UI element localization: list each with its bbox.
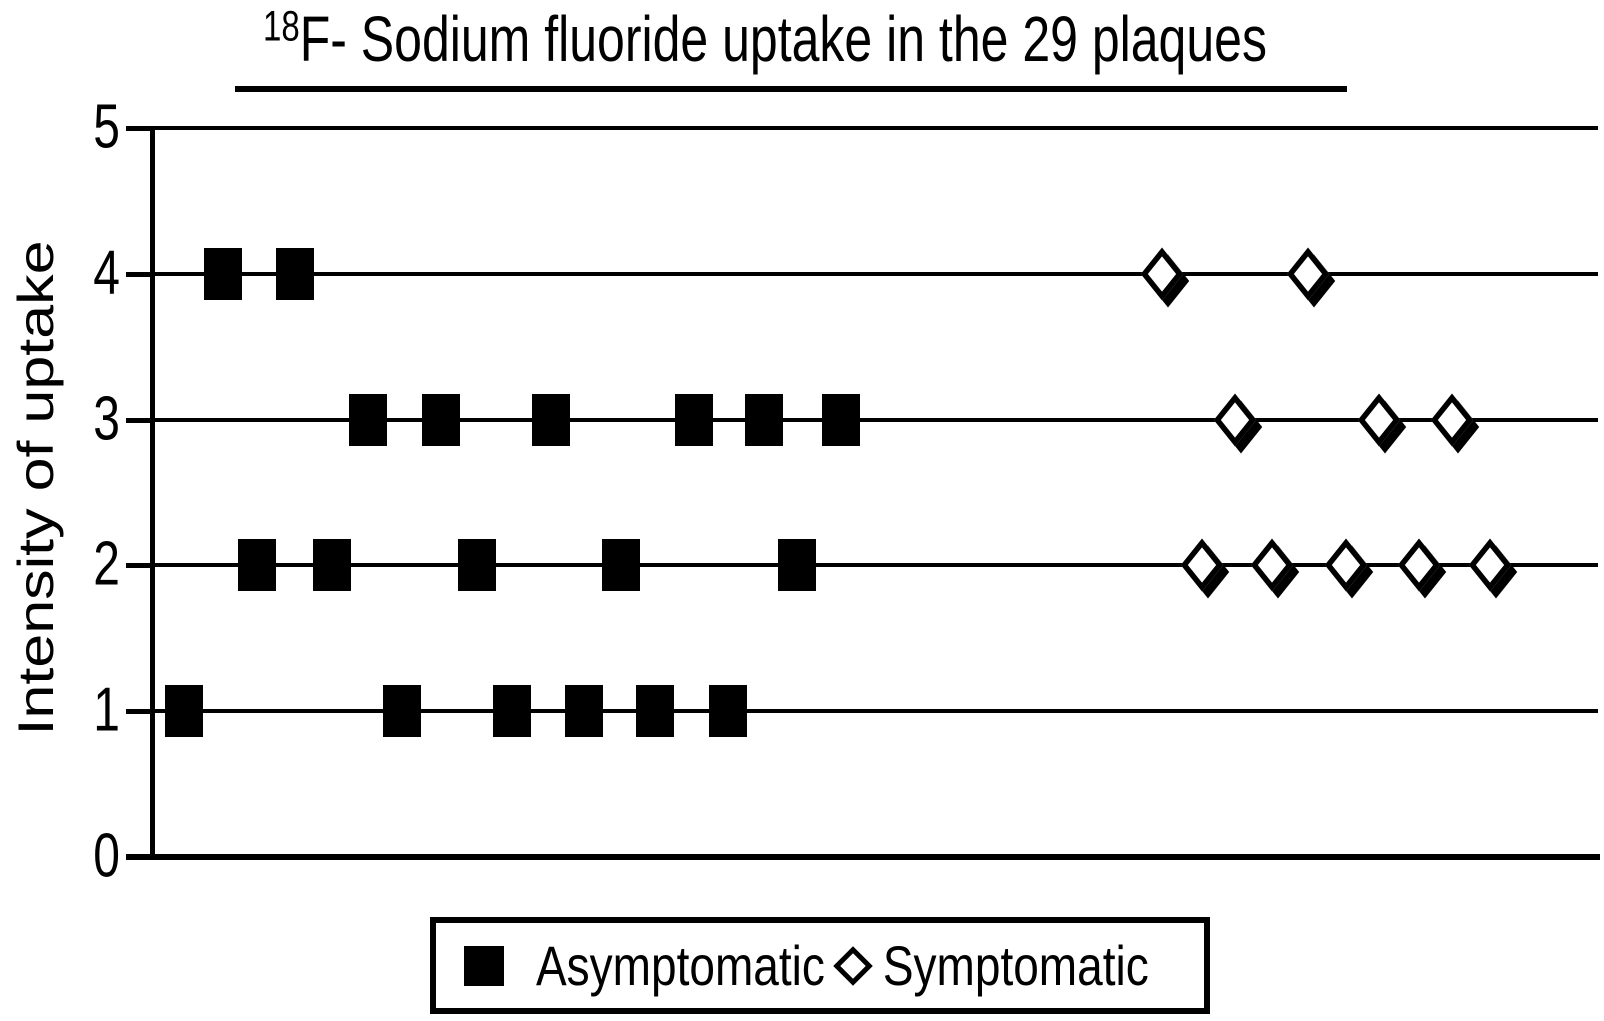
title-underline (235, 86, 1347, 92)
y-tick-3 (126, 418, 154, 423)
point-asymptomatic-square (238, 539, 276, 591)
y-axis-line (150, 126, 155, 860)
y-tick-1 (126, 709, 154, 714)
point-asymptomatic-square (636, 685, 674, 737)
point-asymptomatic-square (822, 394, 860, 446)
y-tick-label-3: 3 (93, 384, 120, 454)
gridline-intensity-1 (152, 709, 1598, 713)
y-tick-2 (126, 563, 154, 568)
point-asymptomatic-square (709, 685, 747, 737)
title-superscript: 18 (263, 2, 300, 50)
gridline-intensity-2 (152, 563, 1598, 567)
title-text: F- Sodium fluoride uptake in the 29 plaq… (299, 3, 1267, 75)
y-tick-0 (126, 855, 154, 860)
point-asymptomatic-square (778, 539, 816, 591)
point-asymptomatic-square (532, 394, 570, 446)
gridline-intensity-3 (152, 418, 1598, 422)
point-asymptomatic-square (745, 394, 783, 446)
point-asymptomatic-square (675, 394, 713, 446)
point-asymptomatic-square (565, 685, 603, 737)
y-tick-label-4: 4 (93, 238, 120, 308)
point-asymptomatic-square (165, 685, 203, 737)
point-asymptomatic-square (349, 394, 387, 446)
y-tick-label-5: 5 (93, 92, 120, 162)
y-tick-4 (126, 272, 154, 277)
gridline-intensity-5 (152, 126, 1598, 130)
chart-title: 18F- Sodium fluoride uptake in the 29 pl… (150, 2, 1380, 76)
y-axis-label-text: Intensity of uptake (8, 240, 64, 736)
point-asymptomatic-square (422, 394, 460, 446)
legend-open-diamond-marker (833, 945, 873, 986)
y-tick-5 (126, 126, 154, 131)
point-asymptomatic-square (458, 539, 496, 591)
point-asymptomatic-square (602, 539, 640, 591)
y-tick-label-0: 0 (93, 821, 120, 891)
y-tick-label-2: 2 (93, 529, 120, 599)
legend: Asymptomatic Symptomatic (430, 917, 1210, 1014)
gridline-intensity-4 (152, 272, 1598, 276)
y-tick-label-1: 1 (93, 675, 120, 745)
point-asymptomatic-square (204, 248, 242, 300)
legend-label-symptomatic: Symptomatic (882, 934, 1149, 997)
point-asymptomatic-square (493, 685, 531, 737)
legend-filled-square-marker (464, 945, 504, 986)
point-asymptomatic-square (276, 248, 314, 300)
point-asymptomatic-square (383, 685, 421, 737)
legend-label-asymptomatic: Asymptomatic (536, 934, 825, 997)
point-asymptomatic-square (313, 539, 351, 591)
x-axis-line (126, 854, 1600, 860)
